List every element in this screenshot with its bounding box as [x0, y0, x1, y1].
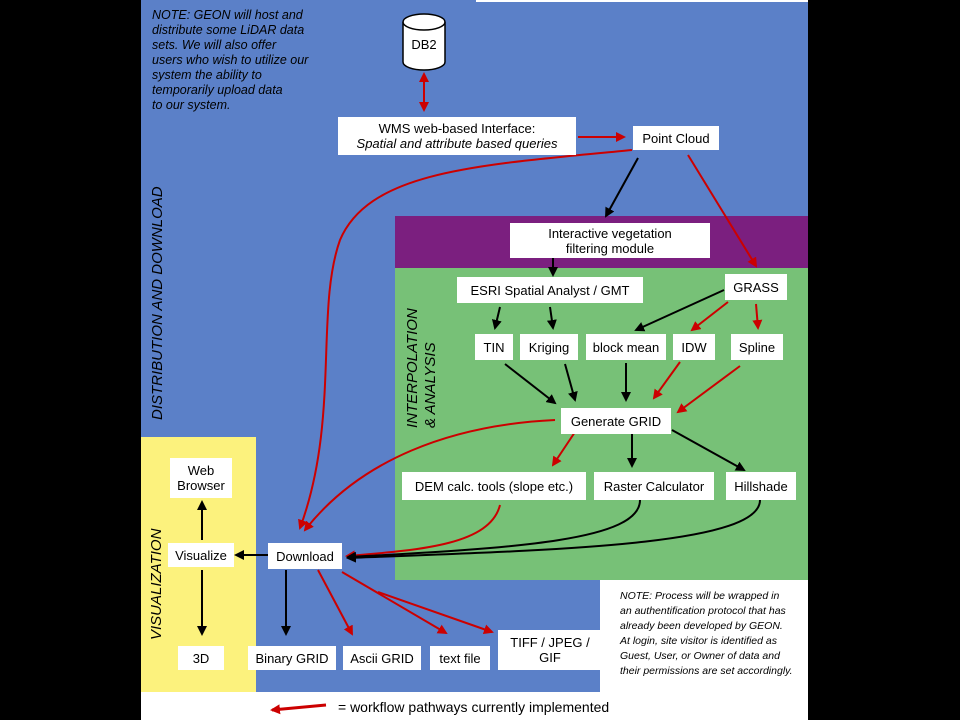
wms-subtitle: Spatial and attribute based queries: [356, 136, 558, 151]
grass-box[interactable]: GRASS: [725, 274, 787, 300]
text-file-box[interactable]: text file: [430, 646, 490, 670]
tin-box[interactable]: TIN: [475, 334, 513, 360]
esri-box[interactable]: ESRI Spatial Analyst / GMT: [457, 277, 643, 303]
arrow-spline-generate: [676, 365, 741, 414]
arrow-kriging-generate: [564, 363, 578, 402]
arrow-esri-tin: [491, 306, 502, 330]
ascii-grid-box[interactable]: Ascii GRID: [343, 646, 421, 670]
kriging-box[interactable]: Kriging: [520, 334, 578, 360]
arrow-raster-download: [346, 499, 641, 562]
block-mean-box[interactable]: block mean: [586, 334, 666, 360]
wms-interface-box[interactable]: WMS web-based Interface: Spatial and att…: [338, 117, 576, 155]
arrow-pointcloud-download: [298, 149, 633, 530]
arrow-grass-idw: [690, 301, 729, 332]
arrow-generate-download: [303, 419, 556, 532]
legend-strip: [141, 692, 808, 720]
generate-grid-box[interactable]: Generate GRID: [561, 408, 671, 434]
legend-text: = workflow pathways currently implemente…: [338, 699, 610, 715]
web-browser-box[interactable]: Web Browser: [170, 458, 232, 498]
arrow-download-textfile: [341, 571, 448, 635]
arrow-idw-generate: [652, 361, 681, 400]
arrow-pointcloud-grass: [687, 154, 758, 268]
download-box[interactable]: Download: [268, 543, 342, 569]
hillshade-box[interactable]: Hillshade: [726, 472, 796, 500]
database-cylinder-icon: [402, 13, 446, 71]
wms-title: WMS web-based Interface:: [378, 121, 536, 136]
arrow-hillshade-download: [346, 499, 761, 563]
arrow-grass-spline: [752, 303, 763, 330]
arrow-pointcloud-veg: [605, 157, 639, 218]
red-arrow-icon: [270, 703, 327, 715]
raster-calculator-box[interactable]: Raster Calculator: [594, 472, 714, 500]
binary-grid-box[interactable]: Binary GRID: [248, 646, 336, 670]
tiff-jpeg-gif-box[interactable]: TIFF / JPEG / GIF: [498, 630, 602, 670]
arrow-generate-hillshade: [671, 429, 746, 471]
arrow-download-tiff: [377, 591, 494, 635]
point-cloud-box[interactable]: Point Cloud: [633, 126, 719, 150]
dem-tools-box[interactable]: DEM calc. tools (slope etc.): [402, 472, 586, 500]
arrow-grass-blockmean: [634, 289, 725, 332]
top-white-strip: [476, 0, 808, 2]
arrow-dem-download: [345, 504, 501, 561]
arrow-esri-kriging: [546, 306, 557, 330]
note-bottom-panel: [600, 580, 808, 692]
note-top: NOTE: GEON will host and distribute some…: [152, 8, 309, 112]
visualize-box[interactable]: Visualize: [168, 543, 234, 567]
db2-label: DB2: [411, 37, 437, 52]
note-bottom: NOTE: Process will be wrapped in an auth…: [620, 590, 793, 677]
arrow-generate-dem: [551, 431, 576, 467]
arrow-tin-generate: [504, 363, 557, 405]
spline-box[interactable]: Spline: [731, 334, 783, 360]
veg-filter-box[interactable]: Interactive vegetation filtering module: [510, 223, 710, 258]
idw-box[interactable]: IDW: [673, 334, 715, 360]
3d-box[interactable]: 3D: [178, 646, 224, 670]
arrow-download-ascii: [317, 569, 353, 636]
